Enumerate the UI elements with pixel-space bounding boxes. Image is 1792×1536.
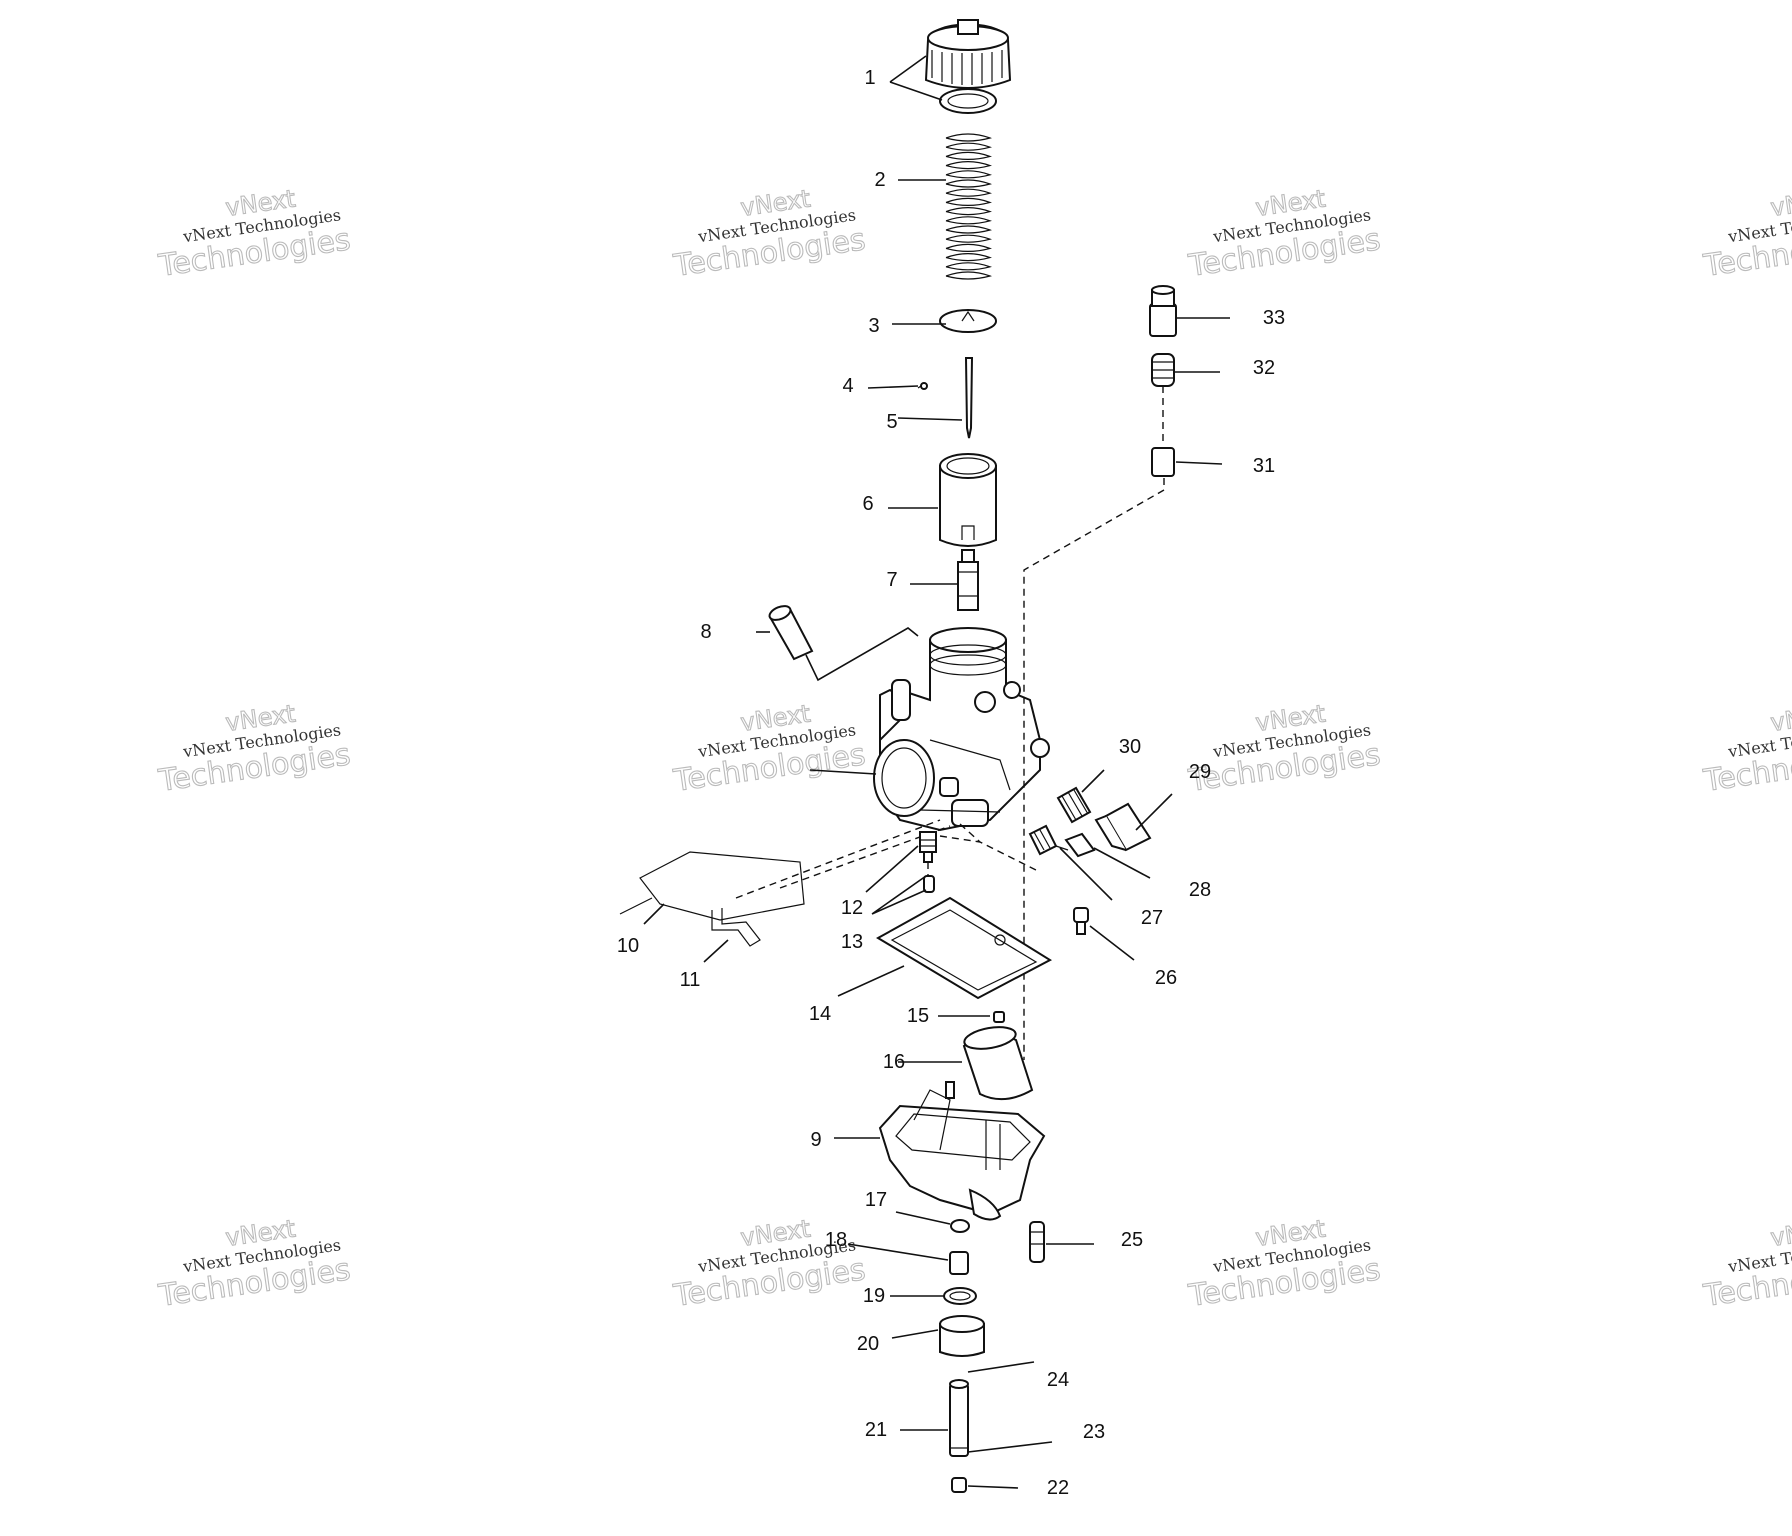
part-27-28-screws (1028, 824, 1096, 858)
part-2-spring (945, 133, 992, 280)
callout-25: 25 (1121, 1229, 1143, 1251)
leader-lines (643, 55, 1230, 1489)
callout-19: 19 (863, 1285, 885, 1307)
callout-14: 14 (809, 1003, 831, 1025)
part-26-screw (1073, 907, 1089, 935)
part-1-cap (924, 19, 1012, 114)
callout-29: 29 (1189, 761, 1211, 783)
callout-12: 12 (841, 897, 863, 919)
callout-18: 18 (825, 1229, 847, 1251)
callout-4: 4 (842, 375, 853, 397)
callout-5: 5 (886, 411, 897, 433)
part-15-16-float (962, 1011, 1034, 1101)
callout-10: 10 (617, 935, 639, 957)
part-31-33 (1149, 285, 1177, 477)
callout-30: 30 (1119, 736, 1141, 758)
callout-6: 6 (862, 493, 873, 515)
callout-13: 13 (841, 931, 863, 953)
callout-27: 27 (1141, 907, 1163, 929)
callout-26: 26 (1155, 967, 1177, 989)
part-6-slide (939, 453, 997, 547)
callout-16: 16 (883, 1051, 905, 1073)
callout-22: 22 (1047, 1477, 1069, 1499)
watermark-top: vNext (1769, 184, 1792, 221)
callout-20: 20 (857, 1333, 879, 1355)
carburetor-drawing: 1234567891011121314151617181920212223242… (617, 19, 1285, 1499)
part-7-holder (957, 549, 979, 611)
part-12-13-jets (919, 831, 937, 893)
callout-3: 3 (868, 315, 879, 337)
callout-1: 1 (864, 67, 875, 89)
callout-21: 21 (865, 1419, 887, 1441)
callout-9: 9 (810, 1129, 821, 1151)
part-5-needle (917, 357, 974, 439)
callout-28: 28 (1189, 879, 1211, 901)
callout-33: 33 (1263, 307, 1285, 329)
callout-24: 24 (1047, 1369, 1069, 1391)
part-14-gasket (876, 896, 1053, 1000)
callout-2: 2 (874, 169, 885, 191)
part-21-24 (949, 1379, 969, 1493)
callout-23: 23 (1083, 1421, 1105, 1443)
part-29-30 (1056, 786, 1152, 852)
part-17-20 (939, 1219, 985, 1357)
carburetor-body (873, 627, 1050, 832)
leader-31 (1023, 478, 1165, 1060)
part-8-cap (768, 605, 919, 682)
watermark-top: vNext (1769, 1214, 1792, 1251)
part-25-screw (1029, 1221, 1045, 1263)
callout-7: 7 (886, 569, 897, 591)
callout-32: 32 (1253, 357, 1275, 379)
part-3-plate (939, 309, 997, 333)
callout-17: 17 (865, 1189, 887, 1211)
callout-11: 11 (680, 969, 701, 991)
callout-31: 31 (1253, 455, 1275, 477)
callout-15: 15 (907, 1005, 929, 1027)
watermark-top: vNext (1769, 699, 1792, 736)
part-9-bowl (878, 1081, 1046, 1221)
callout-8: 8 (700, 621, 711, 643)
